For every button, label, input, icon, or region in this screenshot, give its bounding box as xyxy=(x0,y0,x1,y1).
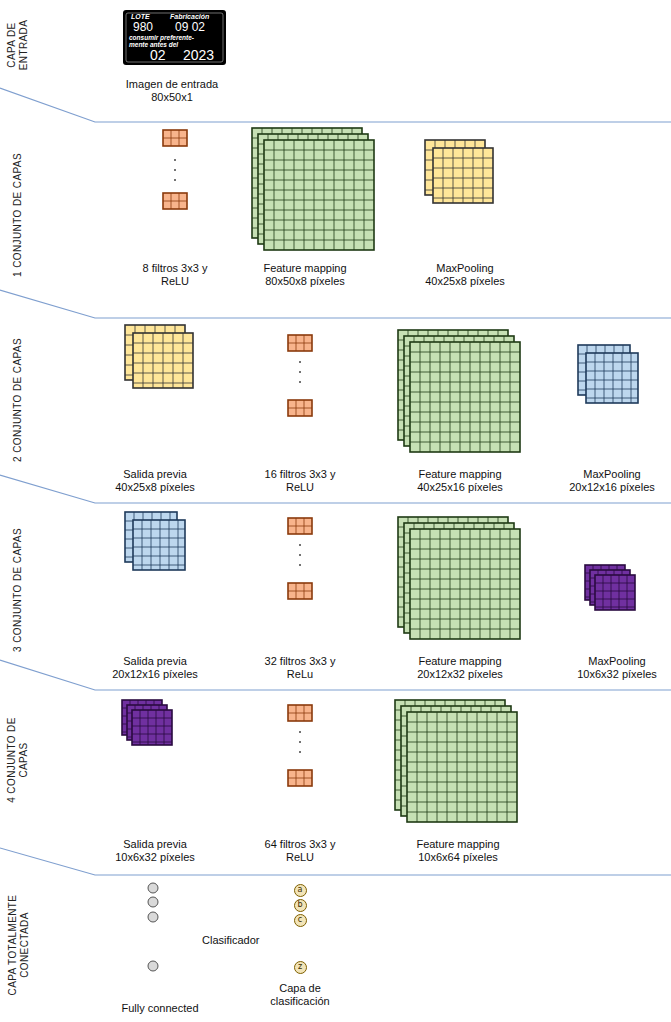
class-output-circle: b xyxy=(294,899,307,912)
caption: Salida previa 10x6x32 píxeles xyxy=(105,838,205,864)
image-text: 02 xyxy=(150,47,166,64)
caption: Feature mapping 40x25x16 píxeles xyxy=(405,468,515,494)
image-text: 2023 xyxy=(183,47,214,64)
caption: Fully connected xyxy=(105,1002,215,1015)
caption: Imagen de entrada 80x50x1 xyxy=(125,78,220,104)
caption: 64 filtros 3x3 y ReLU xyxy=(254,838,346,864)
class-output-circle: z xyxy=(294,961,307,974)
image-text: consumir preferente- mente antes del xyxy=(129,34,209,48)
caption: Capa de clasificación xyxy=(260,982,340,1008)
caption: Salida previa 20x12x16 píxeles xyxy=(105,655,205,681)
caption: MaxPooling 10x6x32 píxeles xyxy=(571,655,663,681)
caption: Feature mapping 80x50x8 píxeles xyxy=(250,262,360,288)
caption: 32 filtros 3x3 y ReLu xyxy=(254,655,346,681)
section-label: 3 CONJUNTO DE CAPAS xyxy=(12,520,24,660)
caption: MaxPooling 40x25x8 píxeles xyxy=(415,262,515,288)
fc-neurons xyxy=(148,883,158,971)
caption: Feature mapping 20x12x32 píxeles xyxy=(405,655,515,681)
class-output-circle: a xyxy=(294,884,307,897)
section-label: CAPA TOTALMENTE CONECTADA xyxy=(6,888,30,1003)
class-letter: b xyxy=(297,901,302,909)
feature-grids xyxy=(122,128,638,822)
caption: Salida previa 40x25x8 píxeles xyxy=(105,468,205,494)
class-output-circle: c xyxy=(294,914,307,927)
image-text: 09 02 xyxy=(175,20,205,34)
class-letter: c xyxy=(298,916,302,924)
caption: Clasificador xyxy=(202,934,259,947)
caption: 8 filtros 3x3 y ReLU xyxy=(129,262,221,288)
section-label: 4 CONJUNTO DE CAPAS xyxy=(6,710,30,810)
caption: 16 filtros 3x3 y ReLU xyxy=(254,468,346,494)
image-text: 980 xyxy=(133,20,153,34)
section-label: 2 CONJUNTO DE CAPAS xyxy=(12,330,24,470)
section-separators xyxy=(0,88,671,875)
class-letter: z xyxy=(298,963,302,971)
section-label: CAPA DE ENTRADA xyxy=(6,16,30,74)
class-letter: a xyxy=(298,886,303,894)
section-label: 1 CONJUNTO DE CAPAS xyxy=(12,145,24,285)
caption: Feature mapping 10x6x64 píxeles xyxy=(403,838,513,864)
input-image xyxy=(123,10,226,65)
caption: MaxPooling 20x12x16 píxeles xyxy=(562,468,662,494)
